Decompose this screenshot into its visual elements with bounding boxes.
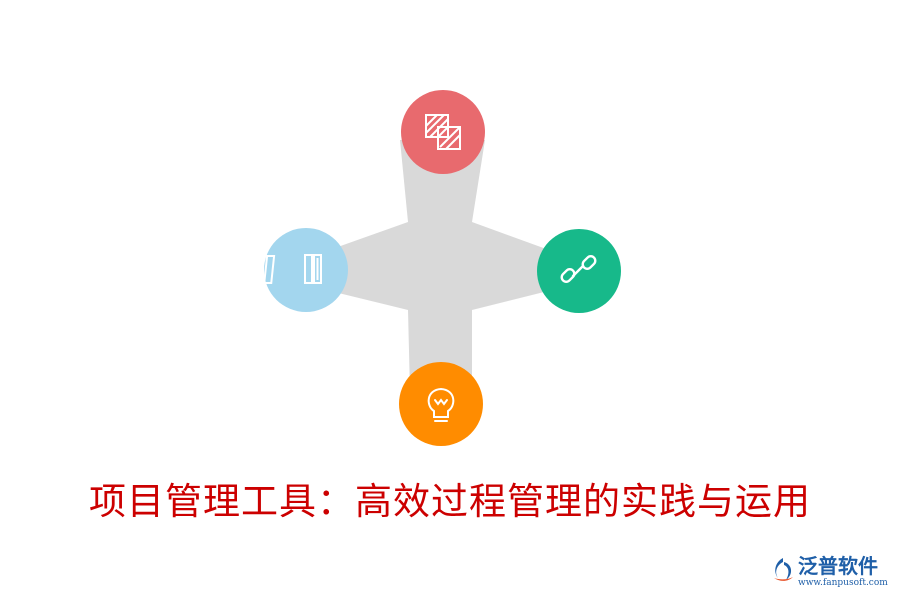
- star-connector: [318, 140, 560, 392]
- brand-logo: 泛普软件 www.fanpusoft.com: [770, 552, 895, 596]
- overlapping-squares-icon: [425, 114, 461, 150]
- node-right: [537, 229, 621, 313]
- brand-name: 泛普软件: [798, 554, 878, 578]
- node-left: [263, 228, 348, 312]
- page-title: 项目管理工具：高效过程管理的实践与运用: [89, 480, 811, 523]
- book-columns-icon: [263, 254, 322, 284]
- lightbulb-icon: [427, 387, 455, 422]
- brand-url: www.fanpusoft.com: [798, 578, 888, 588]
- node-bottom-circle: [399, 362, 483, 446]
- node-bottom: [399, 362, 483, 446]
- chain-link-icon: [560, 255, 597, 283]
- node-top: [401, 90, 485, 174]
- brand-mark-icon: [774, 558, 793, 581]
